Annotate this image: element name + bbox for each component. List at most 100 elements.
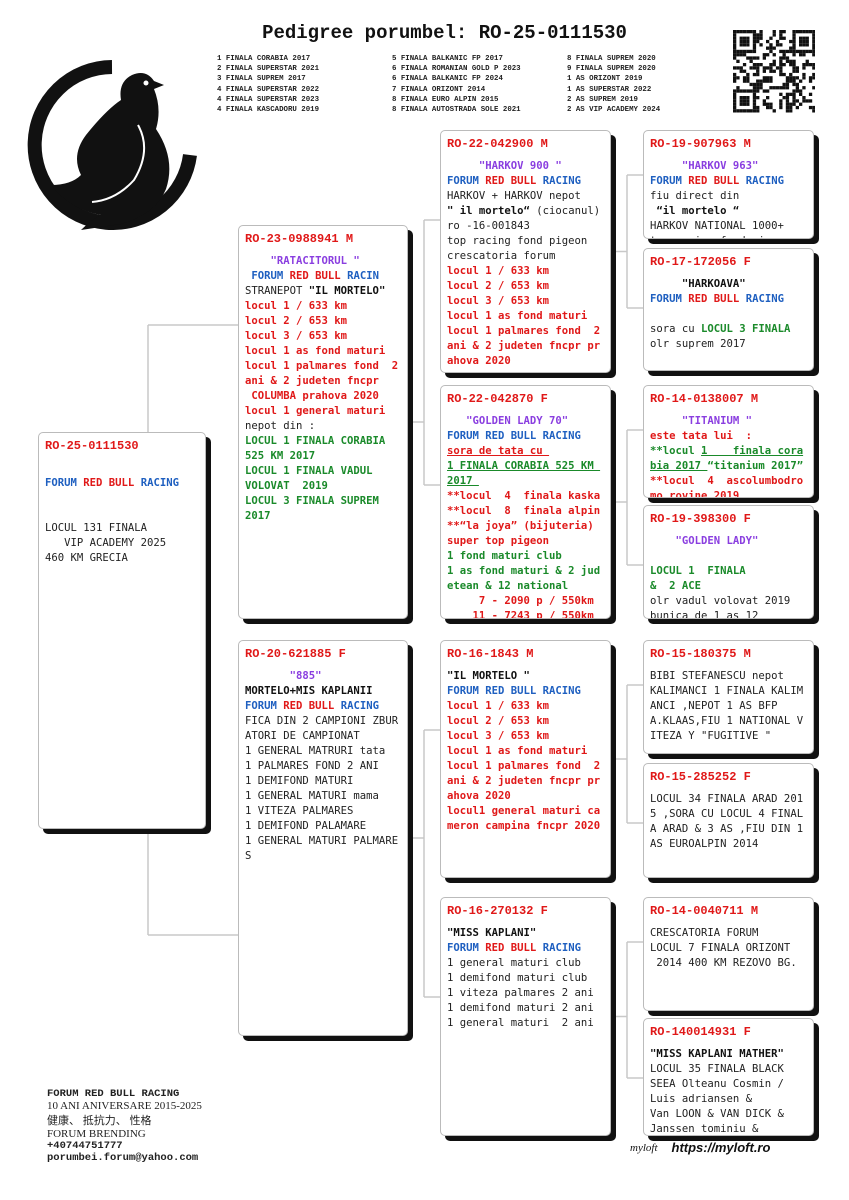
ancestor-card[interactable]: RO-16-1843 M"IL MORTELO "FORUM RED BULL …: [440, 640, 611, 878]
card-text: 1 demifond maturi 2 ani: [447, 1002, 594, 1014]
card-line: COLUMBA prahova 2020: [245, 389, 401, 404]
ancestor-card[interactable]: RO-16-270132 F"MISS KAPLANI"FORUM RED BU…: [440, 897, 611, 1136]
card-line: locul 1 palmares fond 2: [447, 324, 604, 339]
card-line: "HARKOV 900 ": [447, 159, 604, 174]
ancestor-card[interactable]: RO-22-042900 M "HARKOV 900 "FORUM RED BU…: [440, 130, 611, 373]
ring-number: RO-22-042870 F: [447, 392, 548, 406]
card-text: CRESCATORIA FORUM: [650, 927, 759, 939]
card-text: locul 1 palmares fond 2: [447, 760, 601, 772]
card-line: top racing fond pigeon: [447, 234, 604, 249]
ring-number: RO-16-1843 M: [447, 647, 534, 661]
card-line: locul 1 as fond maturi: [245, 344, 401, 359]
card-line: olr vadul volovat 2019: [650, 594, 807, 609]
ring-number: RO-15-285252 F: [650, 770, 751, 784]
card-text: top racing fond pigeon: [447, 235, 588, 247]
card-text: 525 KM 2017: [245, 450, 316, 462]
card-text: 2014 400 KM REZOVO BG.: [650, 957, 797, 969]
card-line: 2017: [447, 474, 604, 489]
card-text: locul 2 / 653 km: [447, 280, 550, 292]
card-line: "HARKOAVA": [650, 277, 807, 292]
card-text: A ARAD & 3 AS ,FIU DIN 1: [650, 823, 804, 835]
card-text: 1 as fond maturi & 2 jud: [447, 565, 601, 577]
card-text: AS EUROALPIN 2014: [650, 838, 759, 850]
footer-email[interactable]: porumbei.forum@yahoo.com: [47, 1152, 199, 1164]
achievement-item: 9 FINALA SUPREM 2020: [567, 65, 656, 74]
achievement-item: 3 FINALA SUPREM 2017: [217, 75, 306, 84]
qr-code[interactable]: [733, 30, 815, 115]
card-line: 5 ,SORA CU LOCUL 4 FINAL: [650, 807, 807, 822]
card-text: 1 PALMARES FOND 2 ANI: [245, 760, 379, 772]
card-line: "GOLDEN LADY": [650, 534, 807, 549]
card-line: 1 PALMARES FOND 2 ANI: [245, 759, 401, 774]
card-line: VIP ACADEMY 2025: [45, 536, 199, 551]
card-line: [45, 491, 199, 506]
card-line: locul 2 / 653 km: [447, 714, 604, 729]
ancestor-card[interactable]: RO-19-907963 M "HARKOV 963"FORUM RED BUL…: [643, 130, 814, 239]
card-text: RED BULL: [688, 175, 746, 187]
card-text: locul1 general maturi ca: [447, 805, 601, 817]
card-line: locul 3 / 653 km: [245, 329, 401, 344]
card-line: locul1 general maturi ca: [447, 804, 604, 819]
card-line: locul 2 / 653 km: [447, 279, 604, 294]
card-line: 525 KM 2017: [245, 449, 401, 464]
connector-line: [408, 729, 440, 998]
subject-card[interactable]: RO-25-0111530 FORUM RED BULL RACING LOCU…: [38, 432, 206, 829]
ancestor-card[interactable]: RO-23-0988941 M "RATACITORUL " FORUM RED…: [238, 225, 408, 619]
card-line: 1 VITEZA PALMARES: [245, 804, 401, 819]
card-text: "GOLDEN LADY": [650, 535, 759, 547]
card-text: ANCI ,NEPOT 1 AS BFP: [650, 700, 778, 712]
card-text: **locul 4 finala kaska: [447, 490, 601, 502]
card-text: S: [245, 850, 252, 862]
card-text: LOCUL 131 FINALA: [45, 522, 148, 534]
card-text: "MISS KAPLANI": [447, 927, 537, 939]
achievement-item: 8 FINALA AUTOSTRADA SOLE 2021: [392, 106, 521, 115]
card-text: FICA DIN 2 CAMPIONI ZBUR: [245, 715, 399, 727]
ancestor-card[interactable]: RO-20-621885 F "885"MORTELO+MIS KAPLANII…: [238, 640, 408, 1036]
card-text: sora de tata cu: [447, 445, 550, 457]
ring-number: RO-16-270132 F: [447, 904, 548, 918]
card-line: 2017: [245, 509, 401, 524]
card-line: ahova 2020: [447, 354, 604, 369]
card-line: crescatoria forum: [447, 249, 604, 264]
card-line: VOLOVAT 2019: [245, 479, 401, 494]
card-text: 2017: [447, 475, 479, 487]
card-line: 1 viteza palmares 2 ani: [447, 986, 604, 1001]
card-line: A ARAD & 3 AS ,FIU DIN 1: [650, 822, 807, 837]
card-line: LOCUL 3 FINALA SUPREM: [245, 494, 401, 509]
card-text: LOCUL 3 FINALA SUPREM: [245, 495, 379, 507]
card-text: locul 1 / 633 km: [447, 700, 550, 712]
card-text: bunica de 1 as 12: [650, 610, 759, 619]
card-text: LOCUL 1 FINALA: [650, 565, 746, 577]
card-line: ani & 2 judeten fncpr: [245, 374, 401, 389]
footer-phone[interactable]: +40744751777: [47, 1140, 123, 1152]
card-line: 7 - 2090 p / 550km: [447, 594, 604, 609]
ancestor-card[interactable]: RO-19-398300 F "GOLDEN LADY" LOCUL 1 FIN…: [643, 505, 814, 619]
ancestor-card[interactable]: RO-14-0138007 M "TITANIUM "este tata lui…: [643, 385, 814, 498]
card-line: FICA DIN 2 CAMPIONI ZBUR: [245, 714, 401, 729]
card-line: 1 demifond maturi 2 ani: [447, 1001, 604, 1016]
card-line: & 2 ACE: [650, 579, 807, 594]
card-text: 1 demifond maturi club: [447, 972, 588, 984]
myloft-link[interactable]: https://myloft.ro: [671, 1140, 771, 1155]
card-text: "HARKOV 900 ": [447, 160, 562, 172]
card-line: locul 3 / 653 km: [447, 294, 604, 309]
ancestor-card[interactable]: RO-17-172056 F "HARKOAVA"FORUM RED BULL …: [643, 248, 814, 371]
card-text: meron campina fncpr 2020: [447, 820, 601, 832]
card-text: olr suprem 2017: [650, 338, 746, 350]
ancestor-card[interactable]: RO-22-042870 F "GOLDEN LADY 70"FORUM RED…: [440, 385, 611, 619]
card-line: 1 GENERAL MATRURI tata: [245, 744, 401, 759]
card-line: FORUM RED BULL RACING: [650, 174, 807, 189]
ring-number: RO-19-398300 F: [650, 512, 751, 526]
card-text: FORUM: [447, 942, 486, 954]
card-text: 1 viteza palmares 2 ani: [447, 987, 594, 999]
card-text: locul 1 palmares fond 2: [245, 360, 399, 372]
card-text: RED BULL: [485, 175, 543, 187]
card-line: "RATACITORUL ": [245, 254, 401, 269]
card-line: 1 FINALA CORABIA 525 KM: [447, 459, 604, 474]
ancestor-card[interactable]: RO-140014931 F"MISS KAPLANI MATHER"LOCUL…: [643, 1018, 814, 1136]
